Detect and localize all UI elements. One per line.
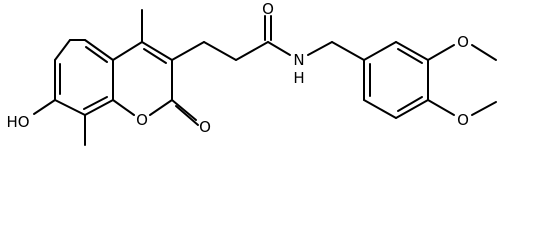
methoxy-groups <box>427 44 497 116</box>
amide-hydrogen-label: H <box>293 69 304 87</box>
ring-oxygen-label: O <box>136 111 148 129</box>
amide-nitrogen-label: N <box>293 51 304 69</box>
benzo-ring <box>54 39 114 116</box>
substituents <box>33 9 199 146</box>
methoxy-bottom-oxygen-label: O <box>457 111 469 129</box>
hydroxyl-label: HO <box>6 113 29 131</box>
lactone-carbonyl-oxygen-label: O <box>199 118 211 136</box>
pyranone-ring <box>112 41 173 116</box>
propanamide-chain <box>171 15 365 61</box>
dimethoxyphenyl-ring <box>363 41 429 119</box>
chemical-structure: HO O O O N H O O <box>6 0 497 146</box>
methoxy-top-oxygen-label: O <box>457 33 469 51</box>
amide-carbonyl-oxygen-label: O <box>262 0 274 18</box>
